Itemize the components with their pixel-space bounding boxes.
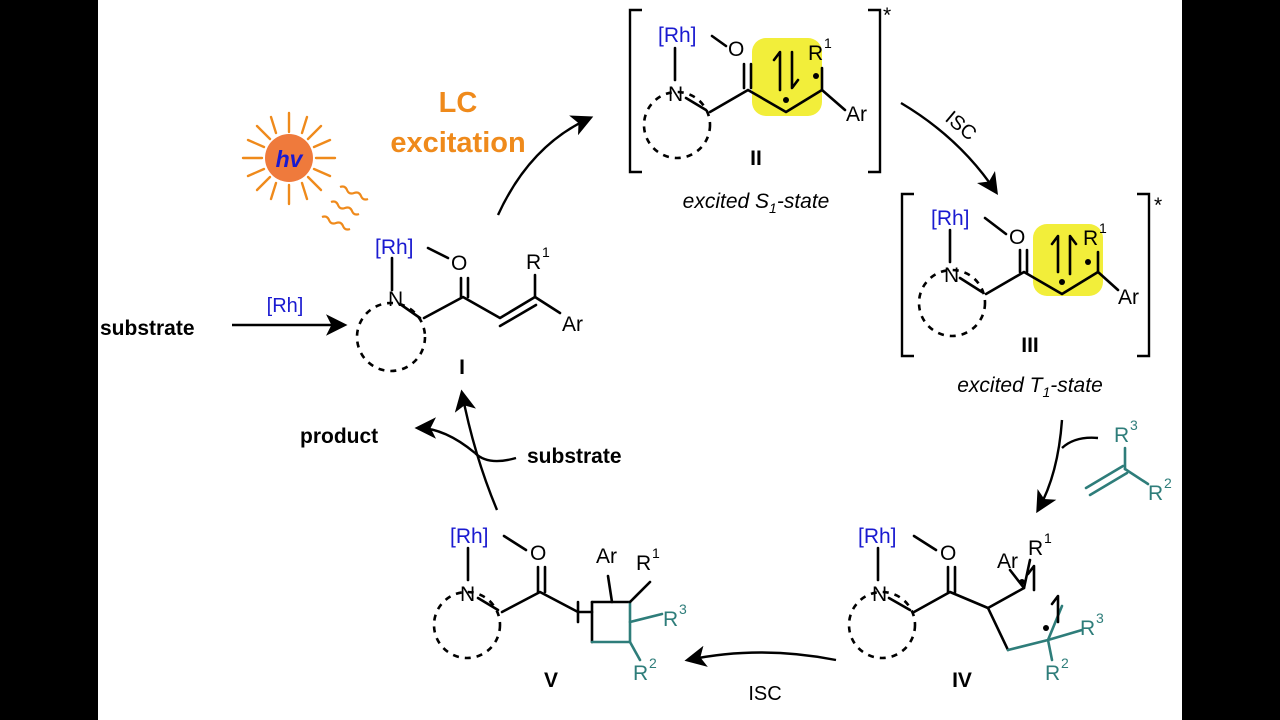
rh-catalyst-label: [Rh] [267, 295, 304, 317]
r1-atom: R [1083, 227, 1098, 250]
bracket-left-iii [900, 192, 914, 358]
arrow-ii-to-iii [900, 101, 998, 195]
ring-ii [642, 90, 712, 160]
oxygen-atom: O [728, 38, 744, 61]
rh-atom: [Rh] [858, 525, 897, 548]
aryl-group: Ar [1118, 286, 1139, 309]
arrow-v-to-i [454, 389, 499, 511]
r1-superscript: 1 [1044, 530, 1052, 546]
r1-atom: R [526, 251, 541, 274]
oxygen-atom: O [530, 542, 546, 565]
lc-label: LC [439, 87, 478, 119]
intermediate-i: [Rh] O N R 1 Ar I [355, 236, 583, 379]
label-v: V [544, 669, 558, 692]
arrow-i-to-ii [496, 115, 594, 216]
excited-star-iii: * [1154, 194, 1162, 217]
arrow-substrate-return [474, 452, 517, 463]
r1-atom: R [636, 552, 651, 575]
excitation-label: excitation [390, 127, 525, 159]
r1-superscript: 1 [652, 545, 660, 561]
rh-atom: [Rh] [931, 207, 970, 230]
oxygen-atom: O [940, 542, 956, 565]
nitrogen-atom: N [388, 288, 403, 311]
oxygen-atom: O [451, 252, 467, 275]
arrow-iii-to-iv [1036, 419, 1064, 514]
r3-atom: R [1114, 424, 1129, 447]
product-label: product [300, 425, 378, 448]
alkene-reagent: R 3 R 2 [1084, 417, 1172, 505]
label-iv: IV [952, 669, 972, 692]
bracket-right-ii [868, 8, 882, 174]
aryl-group: Ar [596, 545, 617, 568]
ring-iv [847, 590, 917, 660]
isc-bottom-label: ISC [748, 683, 781, 705]
nitrogen-atom: N [872, 583, 887, 606]
nitrogen-atom: N [944, 264, 959, 287]
arrow-iv-to-v [684, 645, 837, 667]
r3-atom: R [663, 608, 678, 631]
nitrogen-atom: N [460, 583, 475, 606]
label-i: I [459, 356, 465, 379]
bracket-right-iii [1137, 192, 1151, 358]
ring-iii [917, 268, 987, 338]
r2-atom: R [633, 662, 648, 685]
r2-superscript: 2 [1164, 475, 1172, 491]
r2-atom: R [1148, 482, 1163, 505]
rh-atom: [Rh] [375, 236, 414, 259]
isc-top-label: ISC [941, 107, 981, 145]
label-iii: III [1021, 334, 1039, 357]
rh-atom: [Rh] [450, 525, 489, 548]
oxygen-atom: O [1009, 226, 1025, 249]
rh-atom: [Rh] [658, 24, 697, 47]
r1-superscript: 1 [1099, 220, 1107, 236]
r3-atom: R [1080, 617, 1095, 640]
aryl-group: Ar [562, 313, 583, 336]
r1-superscript: 1 [542, 244, 550, 260]
r3-superscript: 3 [679, 601, 687, 617]
substrate-in-label: substrate [100, 317, 195, 340]
catalytic-cycle-diagram: hv LC excitation ISC ISC substrate [Rh] … [98, 0, 1182, 720]
aryl-group: Ar [997, 550, 1018, 573]
wavy-light-icon [321, 185, 369, 231]
r1-superscript: 1 [824, 35, 832, 51]
sun-icon [241, 111, 337, 206]
r3-superscript: 3 [1096, 610, 1104, 626]
scheme-canvas: hv LC excitation ISC ISC substrate [Rh] … [100, 4, 1172, 705]
intermediate-ii: * [Rh] O N R 1 Ar II excited S1-state [628, 4, 891, 216]
r2-superscript: 2 [1061, 655, 1069, 671]
nitrogen-atom: N [668, 83, 683, 106]
highlight-ii [752, 38, 822, 116]
ring-v [432, 590, 502, 660]
excited-star-ii: * [883, 4, 891, 27]
r1-atom: R [808, 42, 823, 65]
r1-atom: R [1028, 537, 1043, 560]
hv-label: hv [276, 146, 304, 172]
alkene-merge-arrow [1061, 436, 1099, 449]
r2-superscript: 2 [649, 655, 657, 671]
r2-atom: R [1045, 662, 1060, 685]
r3-superscript: 3 [1130, 417, 1138, 433]
bracket-left-ii [628, 8, 642, 174]
highlight-iii [1033, 224, 1103, 296]
substrate-return-label: substrate [527, 445, 622, 468]
intermediate-iii: * [Rh] O N R 1 Ar III excited T1-state [900, 192, 1162, 400]
arrow-to-product [414, 417, 476, 454]
label-ii: II [750, 147, 762, 170]
intermediate-iv: [Rh] O N Ar R 1 R 3 R 2 IV [847, 525, 1104, 692]
state-label-ii: excited S1-state [683, 190, 830, 216]
aryl-group: Ar [846, 103, 867, 126]
ring-i [355, 301, 427, 373]
intermediate-v: [Rh] O N Ar R 1 R 3 R 2 V [432, 525, 687, 692]
state-label-iii: excited T1-state [957, 374, 1103, 400]
